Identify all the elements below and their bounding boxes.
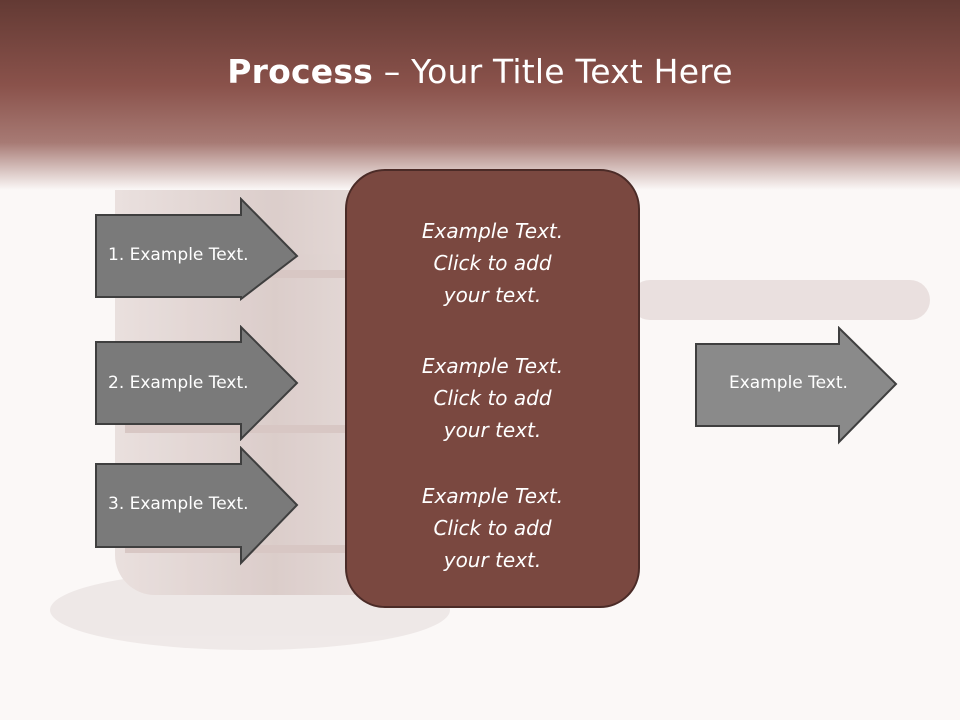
block-1-line-1: Example Text. (421, 219, 564, 243)
input-arrow-2[interactable] (94, 325, 300, 441)
block-1-line-3: your text. (443, 283, 542, 307)
block-3-line-1: Example Text. (421, 484, 564, 508)
input-arrow-1[interactable] (94, 197, 300, 301)
input-arrow-2-label: 2. Example Text. (108, 373, 249, 393)
title-bold: Process (227, 52, 374, 91)
input-arrow-3-label: 3. Example Text. (108, 494, 249, 514)
slide-title: Process – Your Title Text Here (0, 52, 960, 91)
block-3-line-2: Click to add (433, 516, 552, 540)
title-rest: – Your Title Text Here (373, 52, 733, 91)
block-2-line-2: Click to add (433, 386, 552, 410)
process-box[interactable]: Example Text. Click to add your text. Ex… (345, 169, 640, 608)
input-arrow-3[interactable] (94, 446, 300, 566)
block-2-line-3: your text. (443, 418, 542, 442)
process-text-block-2[interactable]: Example Text. Click to add your text. (347, 350, 638, 446)
output-arrow[interactable] (694, 326, 900, 446)
block-1-line-2: Click to add (433, 251, 552, 275)
process-text-block-1[interactable]: Example Text. Click to add your text. (347, 215, 638, 311)
block-3-line-3: your text. (443, 548, 542, 572)
process-text-block-3[interactable]: Example Text. Click to add your text. (347, 480, 638, 576)
block-2-line-1: Example Text. (421, 354, 564, 378)
output-arrow-label: Example Text. (729, 373, 848, 393)
input-arrow-1-label: 1. Example Text. (108, 245, 249, 265)
